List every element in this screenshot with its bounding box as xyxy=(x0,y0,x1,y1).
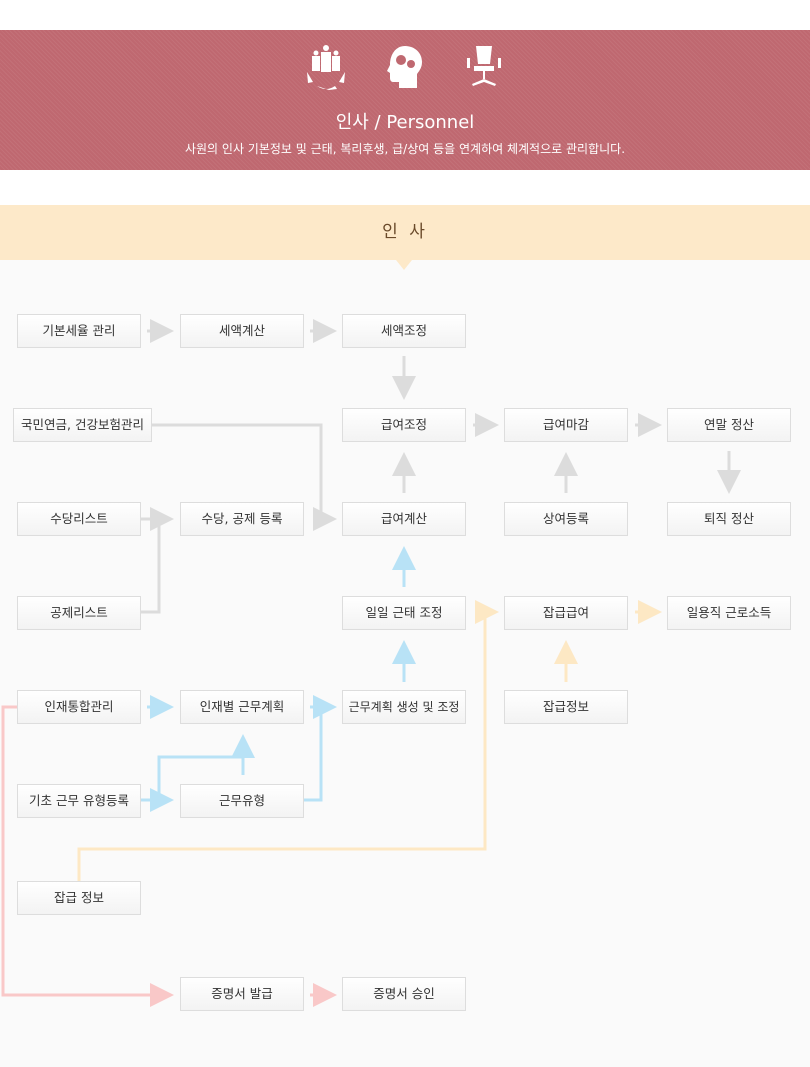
node-work-plan[interactable]: 인재별 근무계획 xyxy=(180,690,304,724)
node-cert-issue[interactable]: 증명서 발급 xyxy=(180,977,304,1011)
node-base-work-type[interactable]: 기초 근무 유형등록 xyxy=(17,784,141,818)
node-hr-integrated[interactable]: 인재통합관리 xyxy=(17,690,141,724)
node-allowance-list[interactable]: 수당리스트 xyxy=(17,502,141,536)
node-retire[interactable]: 퇴직 정산 xyxy=(667,502,791,536)
node-daily-income[interactable]: 일용직 근로소득 xyxy=(667,596,791,630)
section-pointer xyxy=(396,260,412,270)
page-title: 인사 / Personnel xyxy=(335,112,475,133)
node-misc-pay[interactable]: 잡급급여 xyxy=(504,596,628,630)
header-banner: 인사 / Personnel 사원의 인사 기본정보 및 근태, 복리후생, 급… xyxy=(0,30,810,170)
node-allow-deduct[interactable]: 수당, 공제 등록 xyxy=(180,502,304,536)
section-title: 인 사 xyxy=(0,205,810,260)
node-work-type[interactable]: 근무유형 xyxy=(180,784,304,818)
page-description: 사원의 인사 기본정보 및 근태, 복리후생, 급/상여 등을 연계하여 체계적… xyxy=(184,142,626,156)
node-cert-approve[interactable]: 증명서 승인 xyxy=(342,977,466,1011)
node-basic-tax[interactable]: 기본세율 관리 xyxy=(17,314,141,348)
node-pay-adjust[interactable]: 급여조정 xyxy=(342,408,466,442)
node-deduct-list[interactable]: 공제리스트 xyxy=(17,596,141,630)
node-pension[interactable]: 국민연금, 건강보험관리 xyxy=(13,408,152,442)
node-tax-calc[interactable]: 세액계산 xyxy=(180,314,304,348)
node-year-end[interactable]: 연말 정산 xyxy=(667,408,791,442)
node-pay-close[interactable]: 급여마감 xyxy=(504,408,628,442)
office-chair-icon xyxy=(467,46,501,86)
node-misc-info[interactable]: 잡급정보 xyxy=(504,690,628,724)
node-bonus[interactable]: 상여등록 xyxy=(504,502,628,536)
node-daily-attend[interactable]: 일일 근태 조정 xyxy=(342,596,466,630)
node-tax-adjust[interactable]: 세액조정 xyxy=(342,314,466,348)
people-cycle-icon xyxy=(307,45,345,90)
node-plan-adjust[interactable]: 근무계획 생성 및 조정 xyxy=(342,690,466,724)
node-misc-info-2[interactable]: 잡급 정보 xyxy=(17,881,141,915)
node-pay-calc[interactable]: 급여계산 xyxy=(342,502,466,536)
head-gears-icon xyxy=(387,46,422,88)
